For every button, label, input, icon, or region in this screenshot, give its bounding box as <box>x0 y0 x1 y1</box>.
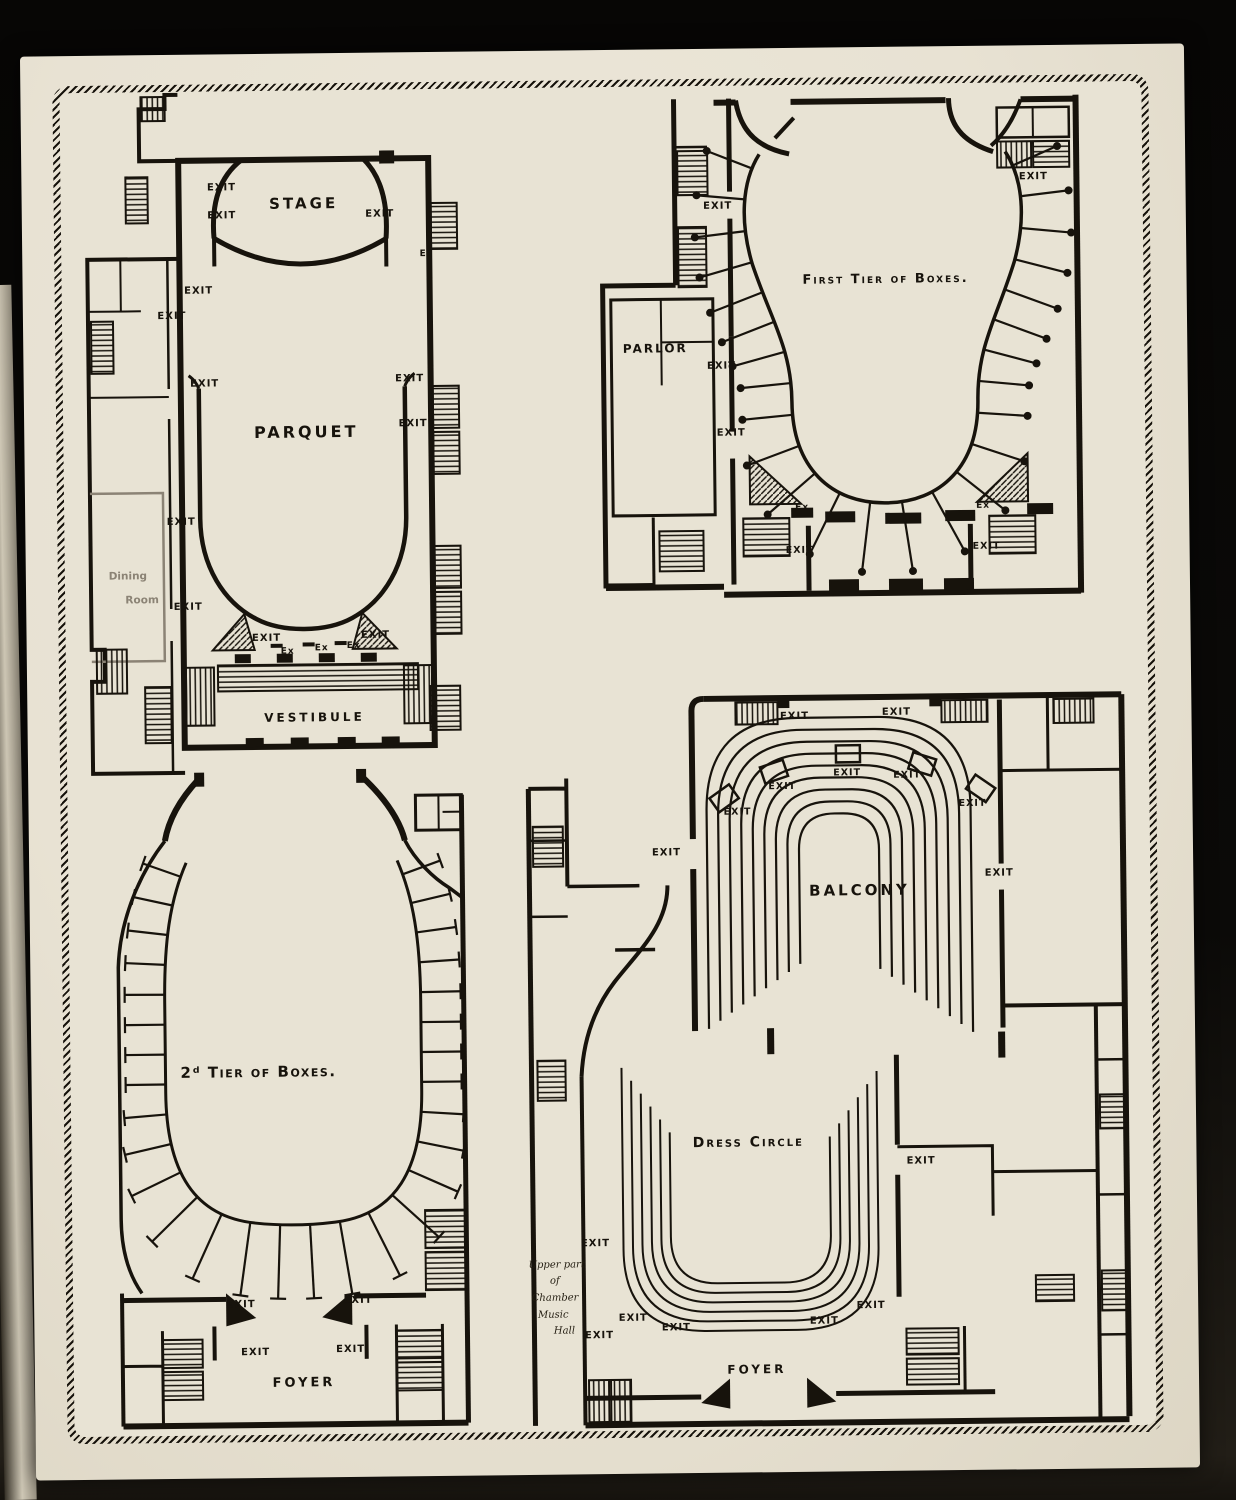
exit-label: EXIT <box>365 208 394 219</box>
room-label: Music <box>537 1310 569 1321</box>
exit-label: EXIT <box>399 418 428 429</box>
exit-label: EXIT <box>893 769 921 780</box>
second-tier-plan: 2ᵈ Tier of Boxes. FOYER EXIT EXIT EXIT EXIT <box>116 768 471 1430</box>
exit-label: EXIT <box>703 201 732 212</box>
second-tier-partitions <box>122 852 467 1300</box>
room-label: VESTIBULE <box>264 710 365 725</box>
door-marks <box>791 502 1054 592</box>
room-label: Dress Circle <box>693 1134 804 1151</box>
room-label: Chamber <box>532 1292 580 1304</box>
dress-circle-rows <box>620 1067 880 1332</box>
exit-label: Ex <box>281 647 295 657</box>
exit-label: E <box>420 249 427 259</box>
room-label: Dining <box>109 570 148 582</box>
room-label: BALCONY <box>809 881 910 900</box>
exit-label: EXIT <box>857 1300 886 1311</box>
room-label: First Tier of Boxes. <box>802 271 968 288</box>
exit-label: EXIT <box>882 707 911 718</box>
exit-label: EXIT <box>157 311 186 322</box>
exit-label: Ex <box>976 501 990 511</box>
labels-second-tier: 2ᵈ Tier of Boxes. FOYER EXIT EXIT EXIT EXIT <box>180 1062 372 1391</box>
labels-first-tier: First Tier of Boxes. PARLOR EXIT EXIT EXIT Ex… <box>623 171 1048 556</box>
balcony-stairs <box>531 697 1130 1424</box>
dress-circle-walls <box>525 778 1130 1429</box>
room-label: FOYER <box>273 1375 336 1391</box>
exit-label: EXIT <box>707 361 736 372</box>
exit-label: EXIT <box>227 1299 256 1310</box>
first-tier-walls <box>600 94 1085 598</box>
second-tier-stairs <box>161 1208 469 1402</box>
exit-label: EXIT <box>973 541 1001 552</box>
exit-label: EXIT <box>252 633 281 644</box>
exit-label: EXIT <box>207 210 236 221</box>
exit-label: EXIT <box>167 517 196 528</box>
first-tier-plan: First Tier of Boxes. PARLOR EXIT EXIT EXIT Ex… <box>600 94 1085 598</box>
exit-label: EXIT <box>190 378 219 389</box>
exit-label: EXIT <box>343 1295 372 1306</box>
room-label: 2ᵈ Tier of Boxes. <box>180 1062 336 1082</box>
exit-label: EXIT <box>717 427 746 438</box>
room-label: STAGE <box>269 194 338 213</box>
exit-label: EXIT <box>768 781 796 792</box>
balcony-rows <box>705 715 975 1032</box>
exit-label: EXIT <box>662 1322 691 1333</box>
exit-label: EXIT <box>652 847 681 858</box>
exit-label: Ex <box>315 643 329 653</box>
exit-label: EXIT <box>361 629 390 640</box>
exit-label: EXIT <box>959 798 987 809</box>
exit-label: EXIT <box>174 602 203 613</box>
exit-label: EXIT <box>581 1238 610 1249</box>
exit-label: EXIT <box>336 1344 365 1355</box>
exit-label: EXIT <box>780 711 809 722</box>
exit-label: EXIT <box>724 806 752 817</box>
exit-label: EXIT <box>906 1155 935 1166</box>
door-marks <box>234 640 400 748</box>
room-label: Upper part <box>529 1259 586 1271</box>
first-tier-partitions <box>690 142 1076 576</box>
exit-label: EXIT <box>1019 171 1048 182</box>
second-tier-walls <box>116 768 471 1430</box>
exit-label: EXIT <box>585 1330 614 1341</box>
exit-label: Ex <box>347 641 361 651</box>
room-label: FOYER <box>727 1362 786 1377</box>
room-label: Room <box>125 594 159 606</box>
exit-label: Ex <box>795 503 809 513</box>
first-tier-stairs <box>658 139 1071 592</box>
exit-label: EXIT <box>207 182 236 193</box>
exit-label: EXIT <box>184 285 213 296</box>
exit-label: EXIT <box>619 1313 648 1324</box>
room-label: PARLOR <box>623 341 688 356</box>
parquet-stairs <box>89 96 463 748</box>
room-label: PARQUET <box>254 422 359 442</box>
exit-label: EXIT <box>786 545 814 556</box>
exit-label: EXIT <box>241 1347 270 1358</box>
room-label: of <box>550 1276 562 1287</box>
exit-label: EXIT <box>810 1315 839 1326</box>
exit-label: EXIT <box>395 373 424 384</box>
exit-label: EXIT <box>833 767 861 778</box>
exit-label: EXIT <box>985 867 1014 878</box>
room-label: Hall <box>553 1325 575 1336</box>
